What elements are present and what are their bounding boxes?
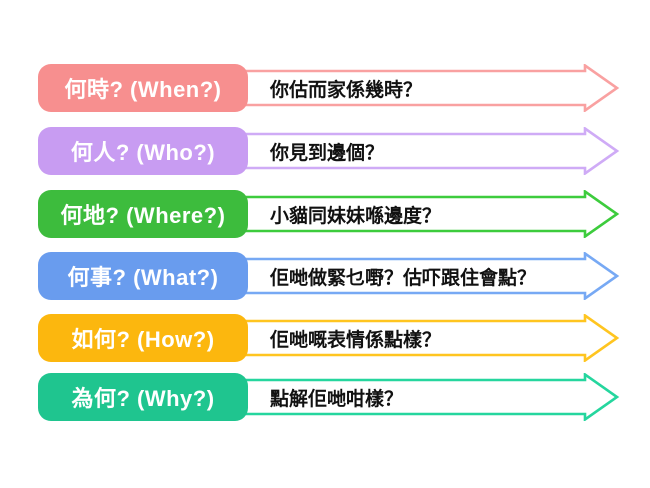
question-row-why: 為何? (Why?) 點解佢哋咁樣？ (38, 373, 620, 421)
question-text: 佢哋做緊乜嘢？估吓跟住會點？ (270, 267, 537, 289)
question-text: 你估而家係幾時？ (270, 79, 423, 101)
question-type-label: 何事? (What?) (38, 252, 248, 300)
question-type-label: 何時? (When?) (38, 64, 248, 112)
arrow-shape (188, 64, 620, 112)
question-row-when: 何時? (When?) 你估而家係幾時？ (38, 64, 620, 112)
question-text: 你見到邊個？ (270, 142, 385, 164)
question-text: 點解佢哋咁樣？ (270, 388, 404, 410)
question-row-how: 如何? (How?) 佢哋嘅表情係點樣？ (38, 314, 620, 362)
question-row-who: 何人? (Who?) 你見到邊個？ (38, 127, 620, 175)
arrow-shape (188, 314, 620, 362)
question-type-label: 何人? (Who?) (38, 127, 248, 175)
question-row-where: 何地? (Where?) 小貓同妹妹喺邊度？ (38, 190, 620, 238)
question-type-label: 如何? (How?) (38, 314, 248, 362)
question-text: 小貓同妹妹喺邊度？ (270, 205, 442, 227)
arrow-shape (188, 190, 620, 238)
question-type-label: 為何? (Why?) (38, 373, 248, 421)
question-row-what: 何事? (What?) 佢哋做緊乜嘢？估吓跟住會點？ (38, 252, 620, 300)
arrow-shape (188, 127, 620, 175)
question-type-label: 何地? (Where?) (38, 190, 248, 238)
arrow-shape (188, 252, 620, 300)
question-text: 佢哋嘅表情係點樣？ (270, 329, 442, 351)
arrow-shape (188, 373, 620, 421)
